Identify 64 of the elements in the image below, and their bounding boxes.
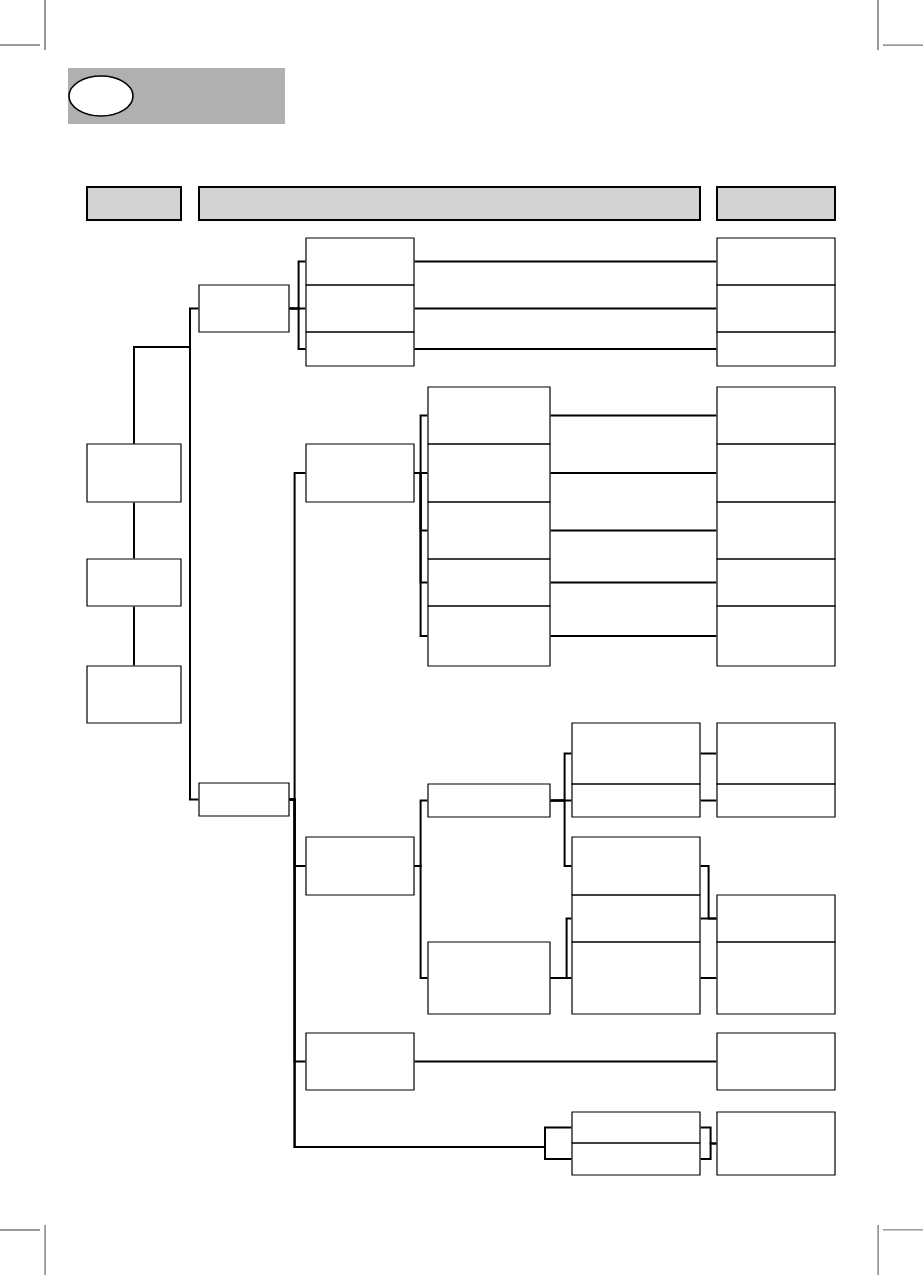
connector-line [413,307,718,310]
empty-box [571,722,701,785]
empty-box [716,237,836,286]
connector-line [549,635,718,637]
connector-line [413,1060,718,1063]
connector-line [699,917,718,920]
empty-box [571,783,701,818]
empty-box [305,331,415,367]
empty-box [571,1142,701,1176]
connector-line [413,348,718,350]
empty-box [716,605,836,667]
connector-line [413,865,429,979]
connector-line [549,529,718,532]
empty-box [86,558,182,607]
connector-line [133,605,135,667]
empty-box [305,1032,415,1091]
empty-box [571,894,701,943]
empty-box [716,558,836,607]
empty-box [305,836,415,896]
empty-box [716,386,836,445]
connector-line [699,752,718,755]
connector-line [699,799,718,802]
empty-box [427,783,551,818]
connector-line [413,260,718,263]
empty-box [427,605,551,667]
header-box [198,186,701,221]
empty-box [716,443,836,503]
empty-box [427,941,551,1015]
empty-box [305,284,415,333]
connector-line [549,799,573,867]
empty-box [198,782,290,817]
empty-box [198,284,290,333]
header-box [716,186,836,221]
empty-box [427,501,551,560]
empty-box [716,894,836,943]
connector-line [549,472,718,474]
header-box [86,186,182,221]
empty-box [86,665,182,724]
empty-box [716,284,836,333]
connector-line [413,472,429,637]
empty-box [716,1111,836,1176]
empty-box [716,783,836,818]
connector-line [549,414,718,417]
empty-box [716,331,836,367]
empty-box [571,1111,701,1144]
connector-line [699,977,718,979]
empty-box [716,1032,836,1091]
connector-line [549,581,718,584]
connector-line [288,307,307,350]
empty-box [305,443,415,503]
empty-box [716,501,836,560]
empty-box [427,386,551,445]
empty-box [571,941,701,1015]
connector-line [699,1142,718,1160]
empty-box [571,836,701,896]
empty-box [716,722,836,785]
connector-line [549,977,573,979]
empty-box [305,237,415,286]
connector-line [133,501,135,560]
empty-box [86,443,182,503]
empty-box [427,558,551,607]
empty-box [427,443,551,503]
connector-line [133,346,200,801]
empty-box [716,941,836,1015]
